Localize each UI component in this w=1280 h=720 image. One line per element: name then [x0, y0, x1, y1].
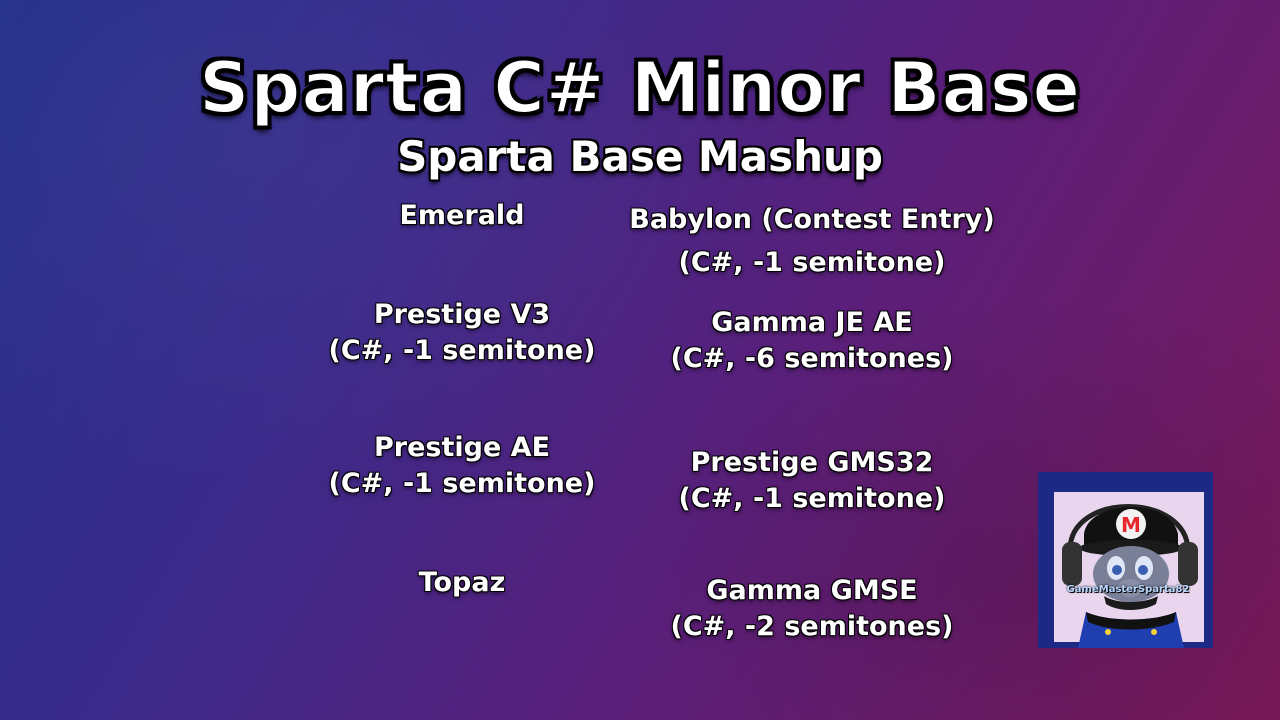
- entry-name: Prestige AE: [373, 432, 551, 463]
- entry-name: Gamma JE AE: [711, 307, 913, 338]
- entry-name: Prestige GMS32: [690, 447, 934, 478]
- entry-emerald: Emerald: [312, 198, 612, 234]
- entry-topaz: Topaz: [312, 565, 612, 601]
- avatar-watermark-label: GameMasterSparta82: [1066, 584, 1190, 595]
- entry-name: Gamma GMSE: [706, 575, 918, 606]
- entry-note: (C#, -1 semitone): [678, 247, 946, 278]
- entry-name: Emerald: [399, 200, 525, 231]
- entry-name: Prestige V3: [373, 299, 551, 330]
- entry-gamma-gmse: Gamma GMSE (C#, -2 semitones): [612, 573, 1012, 645]
- entry-note: (C#, -6 semitones): [670, 343, 954, 374]
- entry-gamma-je-ae: Gamma JE AE (C#, -6 semitones): [612, 305, 1012, 377]
- entry-prestige-v3: Prestige V3 (C#, -1 semitone): [312, 297, 612, 369]
- entry-note: (C#, -1 semitone): [328, 335, 596, 366]
- page-title: Sparta C# Minor Base: [198, 47, 1081, 129]
- entry-name: Topaz: [418, 567, 506, 598]
- entry-name: Babylon (Contest Entry): [629, 204, 995, 235]
- dark-mario-headphones-icon: M: [1062, 504, 1198, 648]
- svg-text:M: M: [1121, 513, 1141, 537]
- entry-prestige-gms32: Prestige GMS32 (C#, -1 semitone): [612, 445, 1012, 517]
- entry-note: (C#, -2 semitones): [670, 611, 954, 642]
- entry-note: (C#, -1 semitone): [328, 468, 596, 499]
- channel-avatar: M GameMasterSparta82: [1038, 472, 1213, 648]
- entry-note: (C#, -1 semitone): [678, 483, 946, 514]
- entry-prestige-ae: Prestige AE (C#, -1 semitone): [312, 430, 612, 502]
- entry-babylon: Babylon (Contest Entry) (C#, -1 semitone…: [612, 198, 1012, 284]
- page-subtitle: Sparta Base Mashup: [397, 132, 883, 181]
